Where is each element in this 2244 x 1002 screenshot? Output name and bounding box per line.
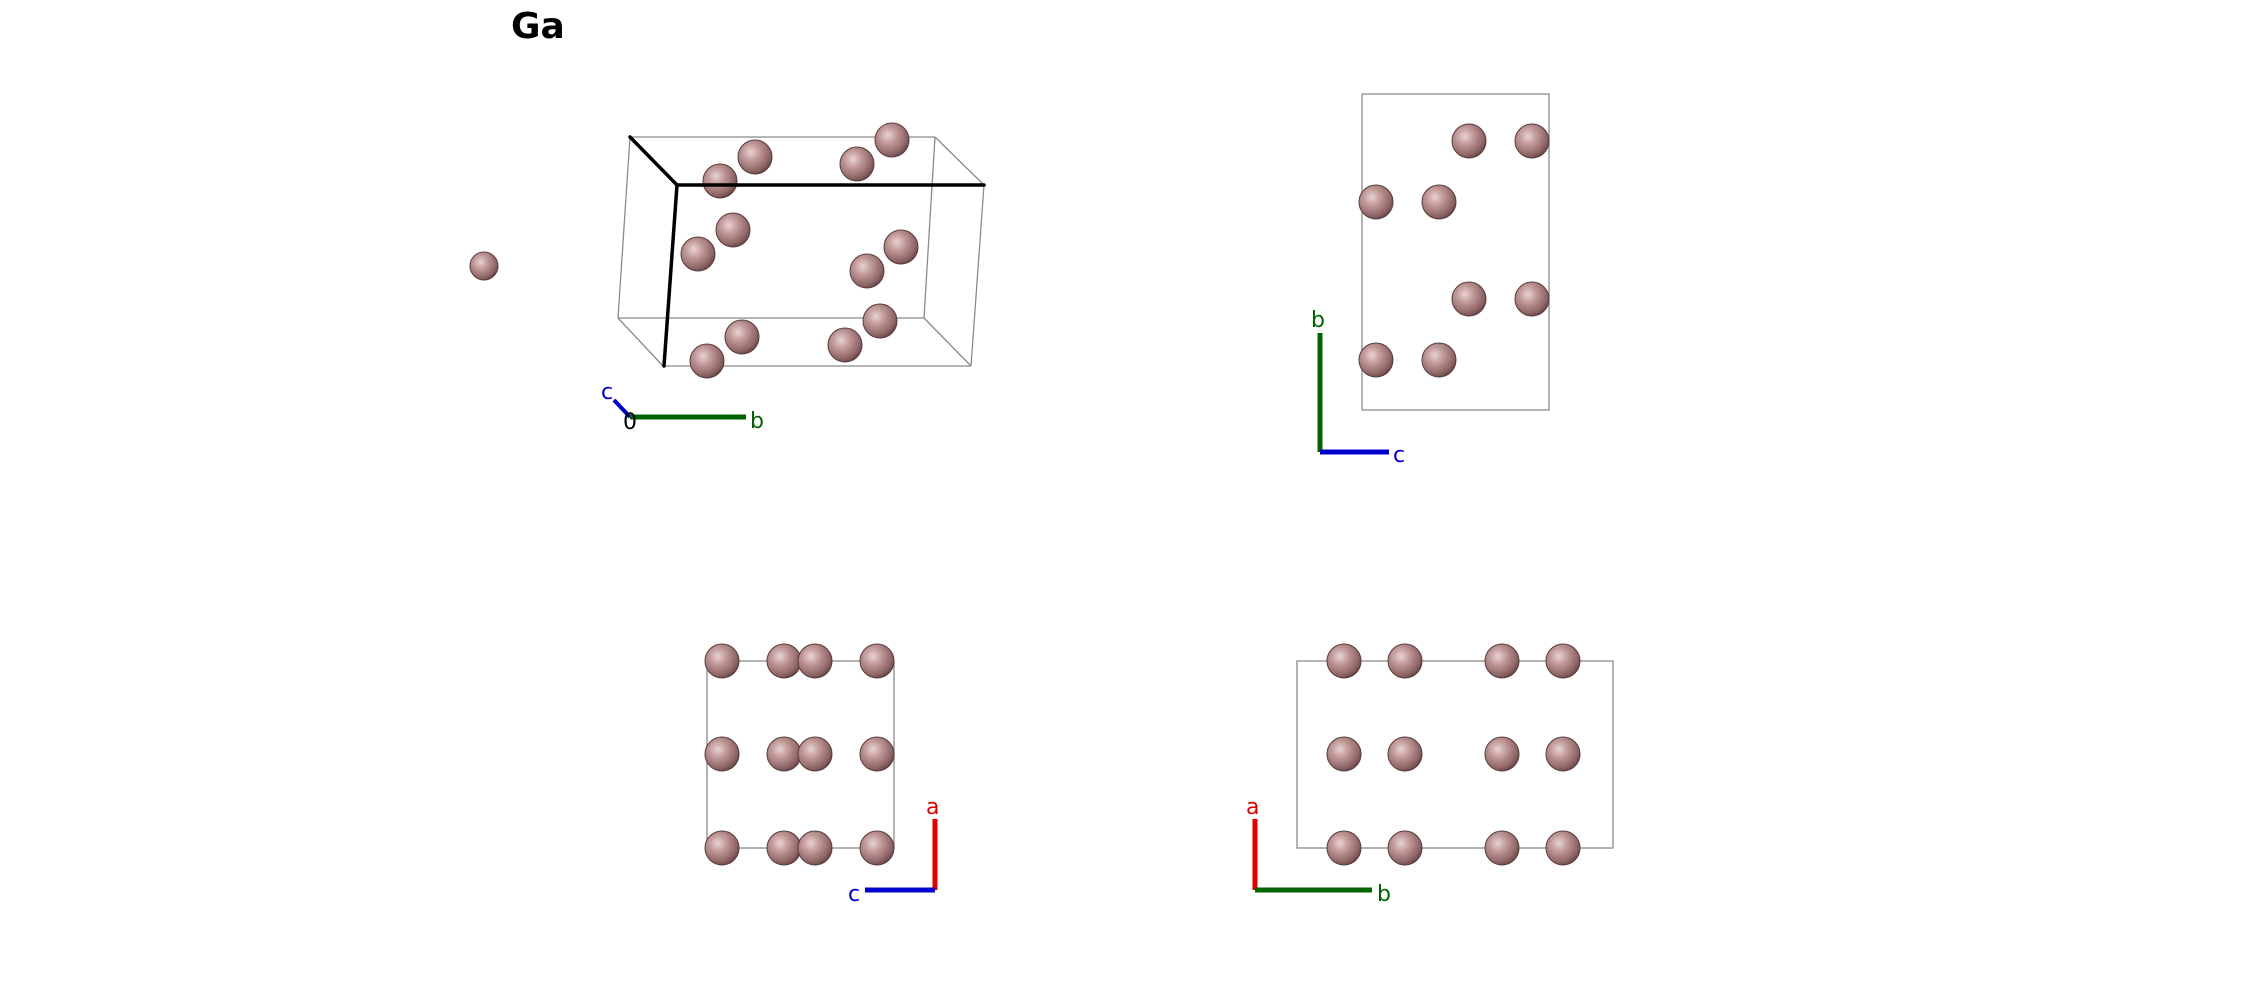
view-along-b-atoms	[704, 643, 895, 866]
ga-atom	[715, 212, 751, 248]
ga-atom	[827, 327, 863, 363]
perspective-atoms	[469, 122, 919, 379]
ga-atom	[702, 163, 738, 199]
ga-atom	[704, 736, 740, 772]
ga-atom	[797, 643, 833, 679]
ga-atom	[1358, 184, 1394, 220]
ga-atom	[766, 830, 802, 866]
axis-c-label: c	[1393, 443, 1405, 468]
view-along-b-panel: a c	[704, 643, 939, 907]
ga-atom	[766, 736, 802, 772]
axis-b-label: b	[1311, 308, 1325, 333]
ga-atom	[1514, 123, 1550, 159]
view-along-a-panel: b c	[1311, 93, 1550, 468]
ga-atom	[1545, 736, 1581, 772]
ga-atom	[1484, 830, 1520, 866]
axis-c-label: c	[601, 380, 613, 405]
view-along-c-panel: a b	[1246, 643, 1614, 907]
ga-atom	[797, 736, 833, 772]
axis-c-label: c	[848, 882, 860, 907]
perspective-axis-triad: c b 0	[601, 380, 764, 435]
unit-cell-outline	[1361, 93, 1550, 411]
ga-atom	[469, 251, 499, 281]
ga-atom	[874, 122, 910, 158]
ga-atom	[1387, 643, 1423, 679]
ga-atom	[1358, 342, 1394, 378]
unit-cell-outline	[1296, 660, 1614, 849]
ga-atom	[1387, 830, 1423, 866]
view-along-c-atoms	[1326, 643, 1581, 866]
ga-atom	[1484, 643, 1520, 679]
ga-atom	[1451, 281, 1487, 317]
view-along-a-atoms	[1358, 123, 1550, 378]
ga-atom	[1484, 736, 1520, 772]
view-along-c-axis-triad: a b	[1246, 795, 1391, 907]
ga-atom	[1326, 830, 1362, 866]
ga-atom	[1451, 123, 1487, 159]
ga-atom	[862, 303, 898, 339]
ga-atom	[849, 253, 885, 289]
ga-atom	[797, 830, 833, 866]
axis-b-label: b	[750, 409, 764, 434]
ga-atom	[766, 643, 802, 679]
ga-atom	[1545, 643, 1581, 679]
ga-atom	[724, 319, 760, 355]
ga-atom	[689, 343, 725, 379]
ga-atom	[1326, 736, 1362, 772]
ga-atom	[839, 146, 875, 182]
axis-a-label: a	[926, 795, 939, 820]
ga-atom	[704, 643, 740, 679]
ga-atom	[1326, 643, 1362, 679]
axis-b-label: b	[1377, 882, 1391, 907]
axis-a-label: a	[1246, 795, 1259, 820]
origin-label: 0	[623, 410, 637, 435]
axis-c-line	[612, 398, 632, 419]
perspective-lattice-vectors	[628, 135, 986, 368]
ga-atom	[1387, 736, 1423, 772]
ga-atom	[1545, 830, 1581, 866]
ga-atom	[1421, 184, 1457, 220]
ga-atom	[1421, 342, 1457, 378]
perspective-panel: c b 0	[469, 122, 986, 435]
ga-atom	[859, 736, 895, 772]
ga-atom	[859, 643, 895, 679]
ga-atom	[737, 139, 773, 175]
ga-atom	[859, 830, 895, 866]
view-along-b-axis-triad: a c	[848, 795, 939, 907]
ga-atom	[1514, 281, 1550, 317]
view-along-a-axis-triad: b c	[1311, 308, 1405, 468]
compound-title: Ga	[511, 6, 565, 47]
ga-atom	[704, 830, 740, 866]
ga-atom	[680, 236, 716, 272]
ga-atom	[883, 229, 919, 265]
